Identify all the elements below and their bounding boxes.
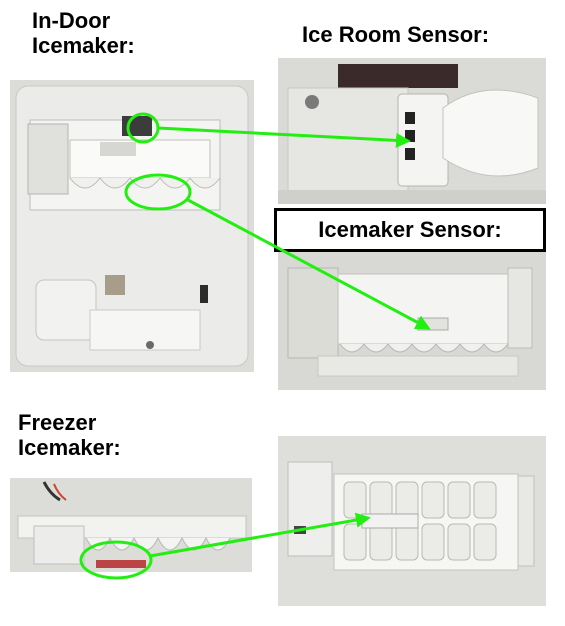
ice-room-sensor-arrow-icon: [157, 126, 411, 148]
freezer-sensor-arrow-icon: [149, 512, 371, 558]
freezer-icemaker-closeup-photo: [278, 436, 546, 606]
freezer-label-line2: Icemaker:: [18, 435, 121, 461]
ice-room-sensor-label: Ice Room Sensor:: [302, 22, 490, 47]
icemaker-sensor-label: Icemaker Sensor:: [274, 208, 546, 252]
ice-room-sensor-photo: [278, 58, 546, 204]
in-door-icemaker-label: In-Door Icemaker:: [32, 8, 135, 59]
icemaker-sensor-callout-icon: [124, 173, 192, 211]
freezer-label-line1: Freezer: [18, 410, 97, 435]
in-door-label-line1: In-Door: [32, 8, 111, 33]
icemaker-sensor-arrow-icon: [187, 198, 431, 330]
freezer-icemaker-label: Freezer Icemaker:: [18, 410, 121, 461]
ice-room-sensor-callout-icon: [126, 112, 160, 144]
freezer-icemaker-photo: [10, 478, 252, 572]
freezer-sensor-callout-icon: [79, 540, 153, 580]
in-door-label-line2: Icemaker:: [32, 33, 135, 59]
